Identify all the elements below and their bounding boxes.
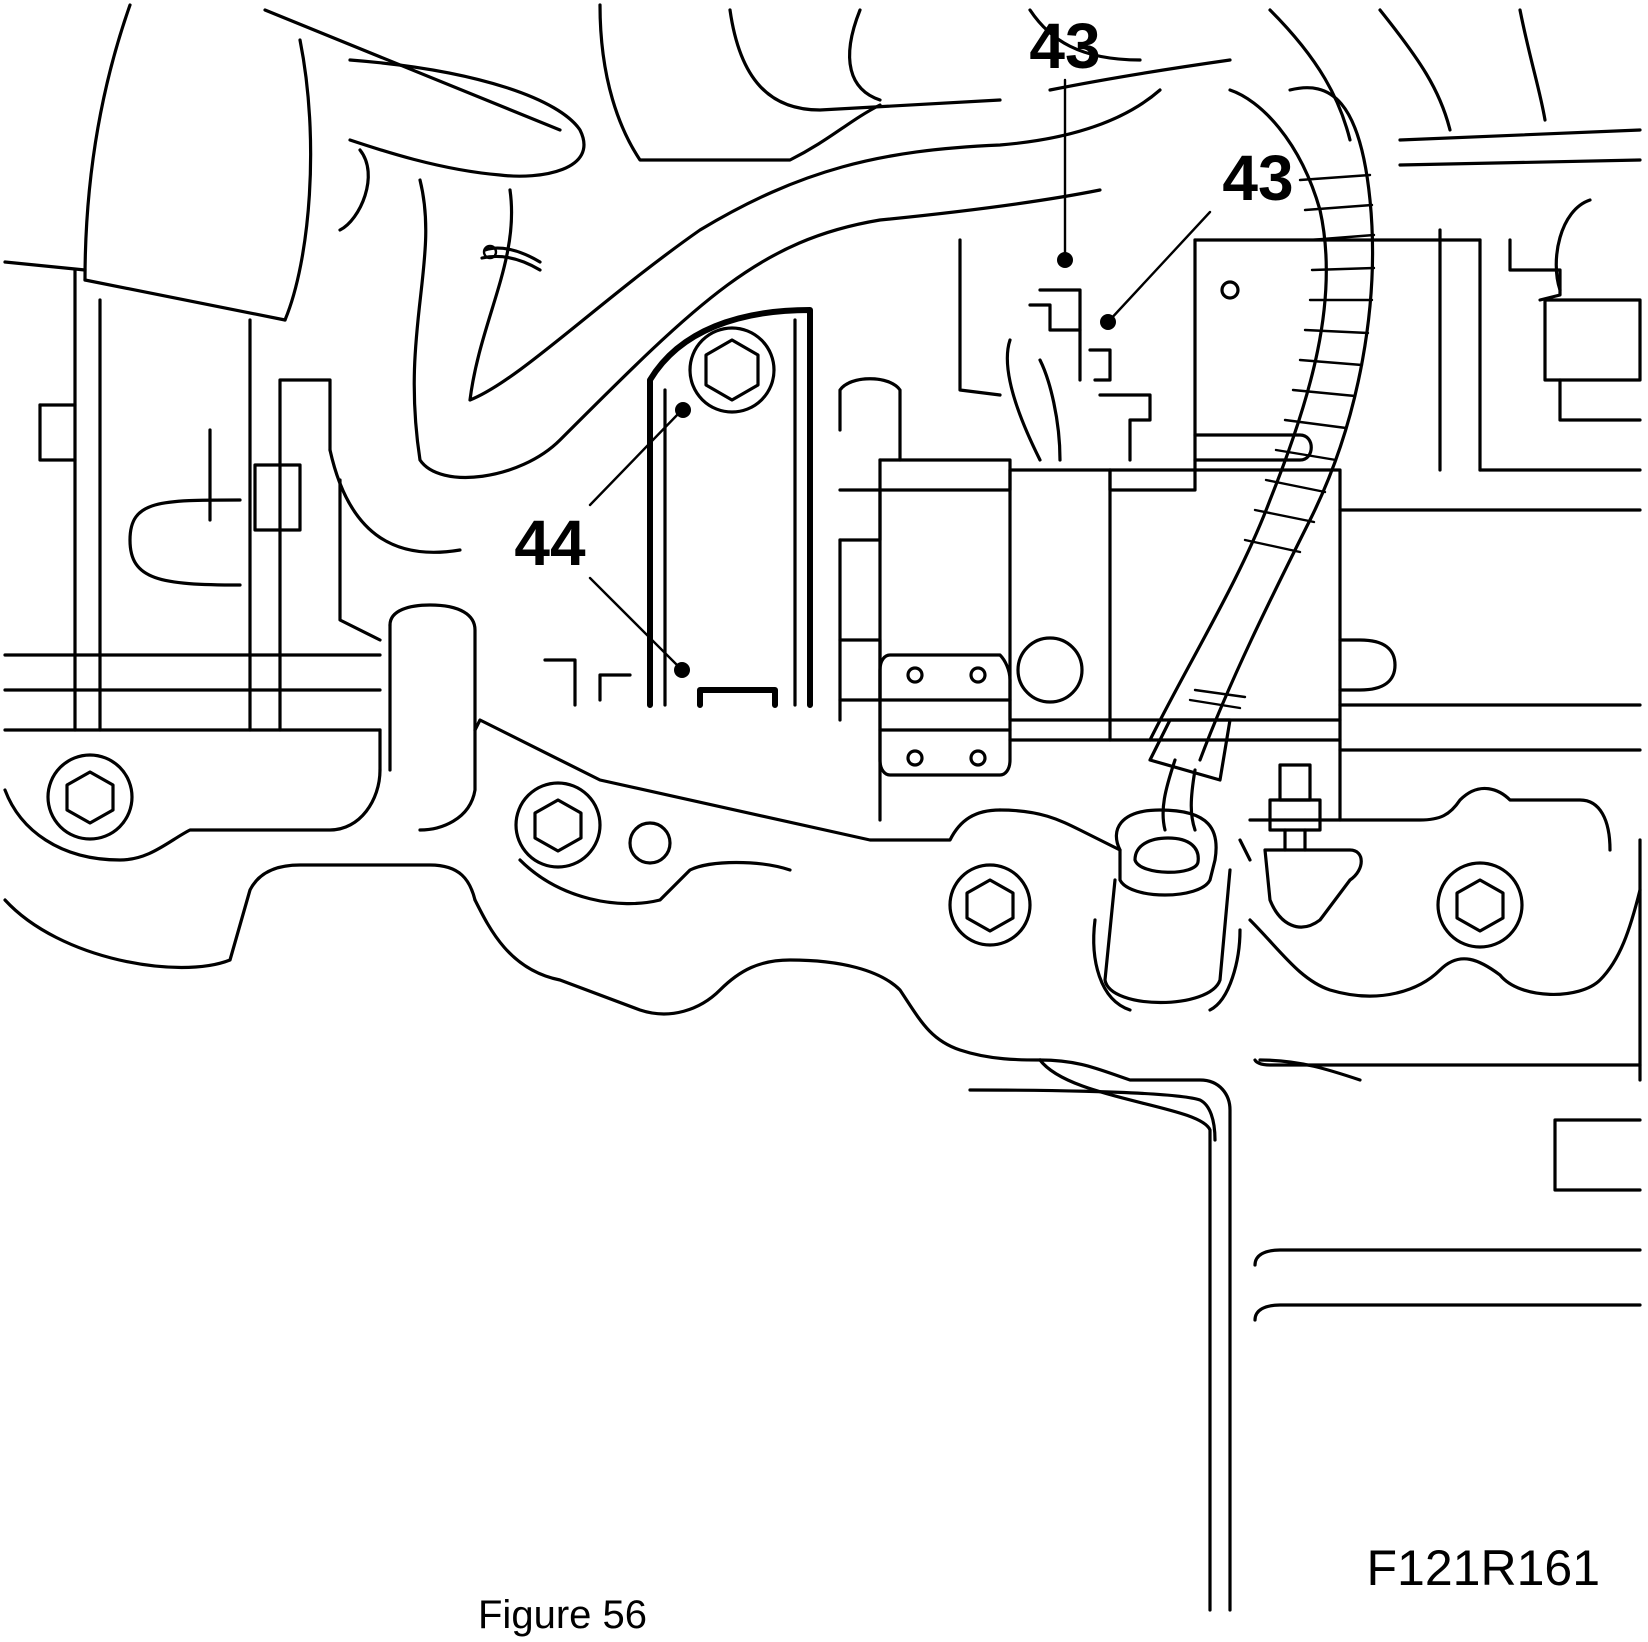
callout-label-44: 44 bbox=[514, 507, 586, 579]
leader-lines bbox=[588, 78, 1212, 678]
callout-label-43-top: 43 bbox=[1029, 10, 1100, 82]
callout-label-43-right: 43 bbox=[1222, 142, 1293, 214]
leader-dot-43-right bbox=[1100, 314, 1116, 330]
sensor-connector bbox=[958, 228, 1642, 492]
middle-bosses bbox=[838, 377, 902, 722]
sensor-plug bbox=[1092, 808, 1242, 1012]
hex-bolt bbox=[948, 863, 1032, 947]
leader-dot-44-lower bbox=[674, 662, 690, 678]
leader-line-43-right bbox=[1106, 210, 1212, 324]
left-frame bbox=[3, 260, 462, 732]
screw-plate bbox=[878, 653, 1012, 777]
lower-housing bbox=[968, 1058, 1642, 1612]
leader-dot-44-upper bbox=[675, 402, 691, 418]
leader-line-44-upper bbox=[588, 410, 682, 507]
hex-bolt bbox=[46, 753, 134, 841]
vertical-pipe bbox=[388, 603, 477, 832]
figure-code: F121R161 bbox=[1367, 1540, 1601, 1596]
bottom-rail bbox=[3, 718, 1642, 1082]
housing-block bbox=[878, 458, 1642, 822]
upper-left-cylinder bbox=[83, 3, 586, 322]
stud-bolt bbox=[1263, 763, 1363, 929]
hex-bolt bbox=[514, 781, 602, 869]
wiring-harness bbox=[1048, 58, 1376, 832]
leader-dot-43-top bbox=[1057, 252, 1073, 268]
figure-caption: Figure 56 bbox=[478, 1593, 647, 1637]
hex-bolt bbox=[1436, 861, 1524, 949]
leader-line-44-lower bbox=[588, 576, 682, 670]
coolant-hose bbox=[412, 88, 1162, 479]
top-background bbox=[598, 3, 1642, 292]
small-hole bbox=[628, 821, 672, 865]
